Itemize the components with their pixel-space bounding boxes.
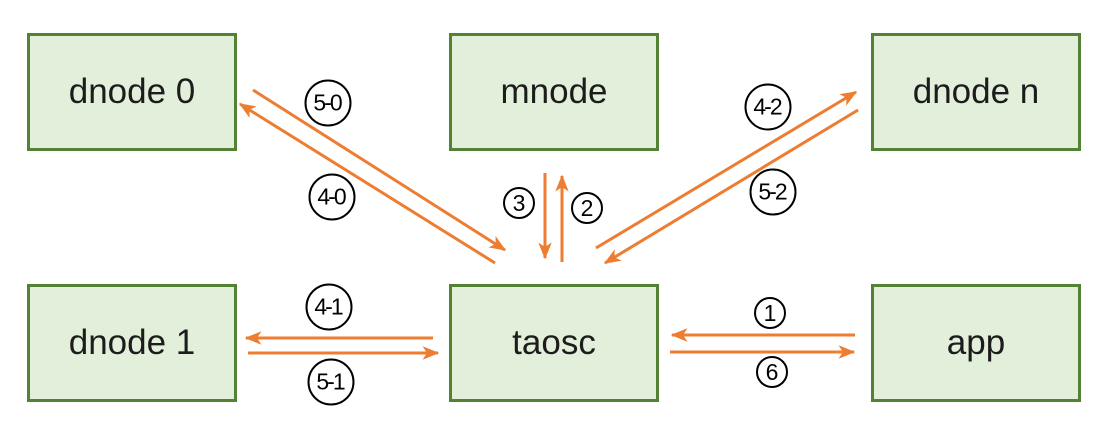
- node-app-label: app: [946, 323, 1006, 362]
- node-dnoden-label: dnode n: [912, 72, 1040, 111]
- node-mnode-label: mnode: [500, 72, 608, 111]
- arrow-dnode0-to-taosc: [252, 88, 507, 252]
- step-label-4-2: 4-2: [744, 83, 792, 131]
- node-taosc: taosc: [449, 284, 659, 402]
- step-label-1: 1: [754, 297, 786, 329]
- step-label-2: 2: [571, 192, 603, 224]
- node-dnode0-label: dnode 0: [68, 72, 196, 111]
- node-dnode0: dnode 0: [27, 33, 237, 151]
- arrow-taosc-to-dnoden: [595, 90, 858, 250]
- step-label-5-1: 5-1: [307, 358, 355, 406]
- node-taosc-label: taosc: [512, 323, 596, 362]
- node-app: app: [871, 284, 1081, 402]
- step-label-5-0: 5-0: [304, 79, 352, 127]
- step-label-4-0: 4-0: [308, 173, 356, 221]
- node-dnode1-label: dnode 1: [68, 323, 196, 362]
- node-dnode1: dnode 1: [27, 284, 237, 402]
- arrow-taosc-to-dnode0: [238, 102, 496, 265]
- arrow-dnoden-to-taosc: [603, 108, 859, 265]
- step-label-5-2: 5-2: [749, 168, 797, 216]
- step-label-3: 3: [503, 187, 535, 219]
- step-label-6: 6: [756, 356, 788, 388]
- step-label-4-1: 4-1: [305, 283, 353, 331]
- node-mnode: mnode: [449, 33, 659, 151]
- node-dnoden: dnode n: [871, 33, 1081, 151]
